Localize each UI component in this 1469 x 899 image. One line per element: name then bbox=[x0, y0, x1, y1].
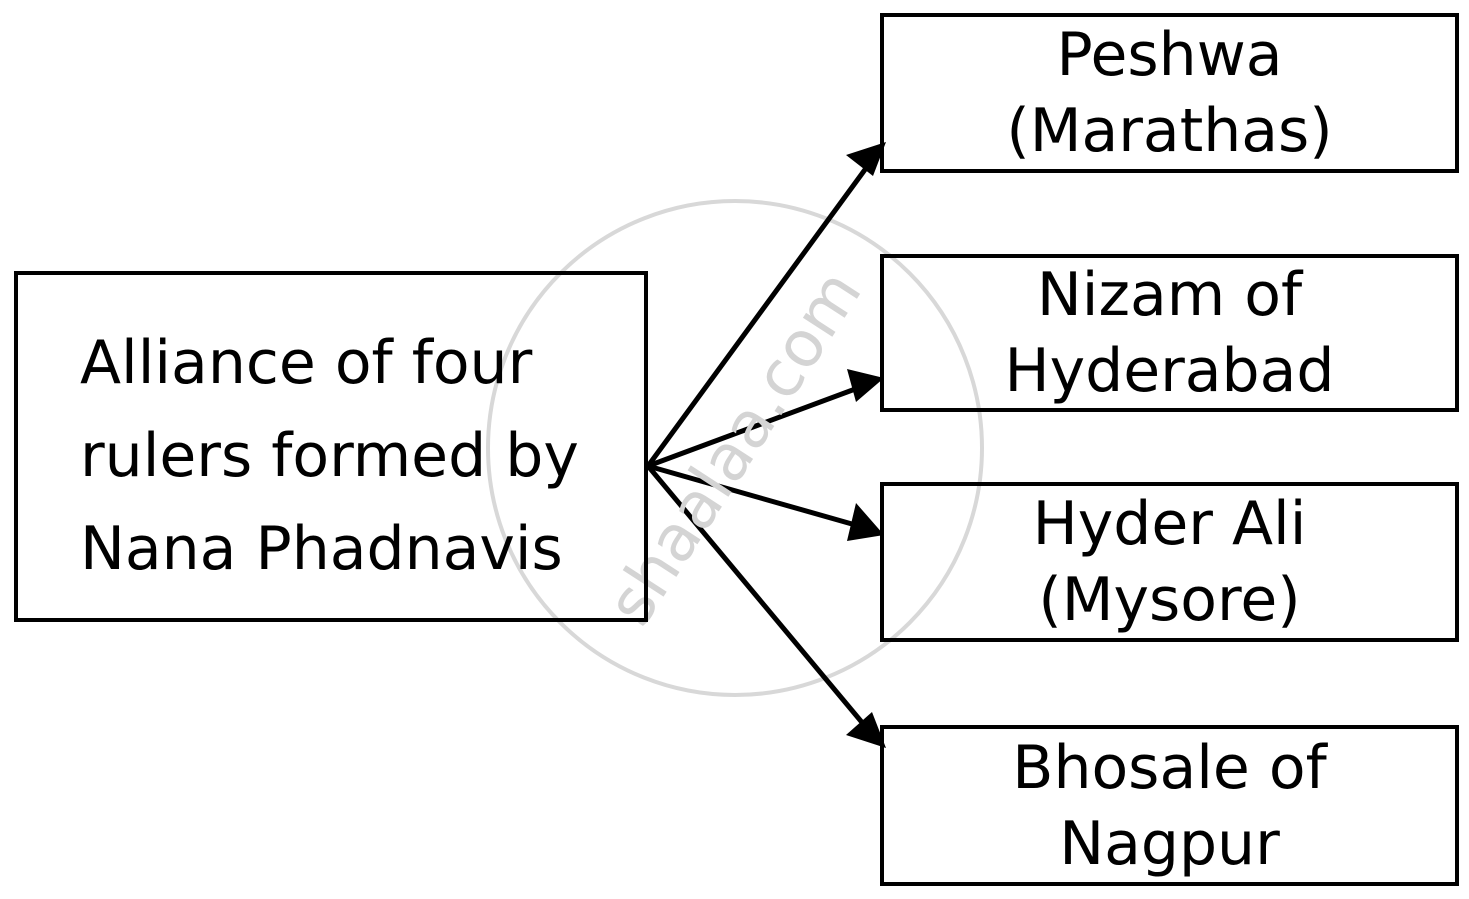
watermark-circle bbox=[486, 199, 984, 697]
source-line: Nana Phadnavis bbox=[80, 514, 563, 584]
target-line: Hyderabad bbox=[1004, 336, 1335, 406]
target-line: Peshwa bbox=[1056, 20, 1283, 90]
arrow-to-hyder-ali bbox=[647, 463, 867, 531]
target-line: (Marathas) bbox=[1006, 96, 1333, 166]
target-line: Bhosale of bbox=[1012, 732, 1327, 803]
target-line: (Mysore) bbox=[1038, 565, 1301, 635]
arrow-to-nizam bbox=[647, 382, 867, 469]
arrow-to-bhosale bbox=[646, 464, 872, 734]
target-line: Hyder Ali bbox=[1032, 489, 1307, 559]
arrowhead-icon bbox=[846, 142, 886, 176]
target-box-hyder-ali: Hyder Ali(Mysore) bbox=[880, 482, 1459, 642]
arrowhead-icon bbox=[847, 503, 884, 541]
arrowhead-icon bbox=[847, 369, 884, 402]
arrow-to-peshwa bbox=[645, 158, 875, 468]
target-line: Nizam of bbox=[1036, 260, 1303, 330]
target-box-peshwa: Peshwa(Marathas) bbox=[880, 13, 1459, 173]
target-line: Nagpur bbox=[1059, 808, 1280, 879]
arrowhead-icon bbox=[846, 712, 886, 748]
source-box: Alliance of four rulers formed by Nana P… bbox=[14, 271, 648, 622]
source-line: rulers formed by bbox=[80, 421, 579, 491]
source-line: Alliance of four bbox=[80, 328, 533, 398]
